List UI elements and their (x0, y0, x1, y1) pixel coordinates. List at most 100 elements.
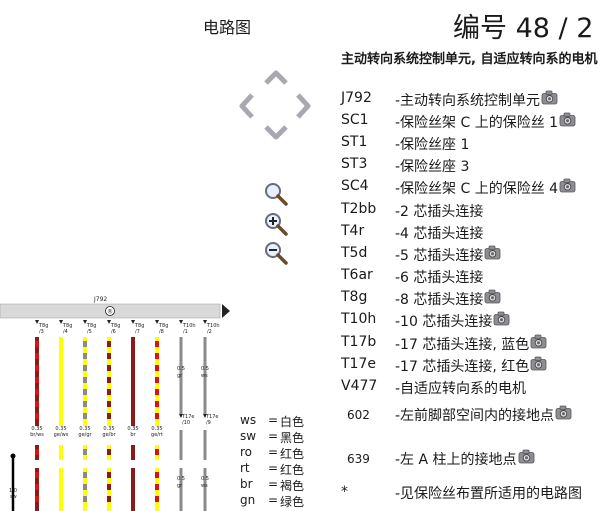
wire-color-label: br/ws (30, 432, 44, 438)
color-name: 红色 (280, 447, 305, 461)
zoom-fit-icon[interactable] (264, 182, 288, 206)
pin-arrow (83, 320, 87, 324)
wire-color-label: gr (177, 373, 183, 379)
legend-desc: -2 芯插头连接 (395, 204, 484, 220)
legend-desc: -4 芯插头连接 (395, 226, 484, 242)
legend-desc: -保险丝座 1 (395, 137, 470, 153)
legend-code: T8g (341, 289, 368, 305)
camera-icon[interactable] (541, 90, 558, 105)
camera-icon[interactable] (555, 405, 572, 420)
equals-sign: = (268, 413, 279, 427)
legend-code: 602 (347, 408, 370, 422)
legend-desc: -17 芯插头连接, 蓝色 (395, 334, 547, 354)
t17-label: T17e (205, 414, 219, 420)
svg-text:sw: sw (10, 494, 17, 500)
connector-label: T8g (110, 323, 120, 329)
legend-code: T17e (341, 356, 376, 372)
legend-desc: -左前脚部空间内的接地点 (395, 405, 572, 425)
legend-code: 639 (347, 452, 370, 466)
legend-code: T6ar (341, 267, 373, 283)
wire-gauge: 0.5 (177, 366, 185, 372)
legend-desc: -8 芯插头连接 (395, 289, 501, 309)
t17-pin-label: /9 (206, 420, 211, 426)
camera-icon[interactable] (530, 356, 547, 371)
connector-label: T8g (38, 323, 48, 329)
legend-code: T2bb (341, 201, 377, 217)
pin-arrow (155, 320, 159, 324)
zoom-out-icon[interactable] (264, 241, 288, 265)
camera-icon[interactable] (518, 449, 535, 464)
pin-label: /6 (111, 329, 116, 335)
pin-arrow (35, 320, 39, 324)
bar-continue-arrow (222, 304, 230, 318)
legend-desc: -17 芯插头连接, 红色 (395, 356, 547, 376)
legend-desc: -保险丝座 3 (395, 159, 470, 175)
connector-label: T8g (158, 323, 168, 329)
pin-label: /8 (159, 329, 164, 335)
wire-color-label: ge/ws (54, 432, 69, 438)
color-name: 白色 (280, 415, 305, 429)
camera-icon[interactable] (559, 112, 576, 127)
wire-gauge: 0.35 (151, 426, 162, 432)
color-abbr: ro (240, 445, 253, 459)
legend-code: T10h (341, 311, 377, 327)
pin-label: /7 (135, 329, 140, 335)
camera-icon[interactable] (484, 245, 501, 260)
t17-pin-label: /10 (182, 420, 190, 426)
wire-gauge: 0.35 (31, 426, 42, 432)
pin-arrow (59, 320, 63, 324)
wire-gauge: 0.5 (201, 476, 209, 482)
legend-desc: -左 A 柱上的接地点 (395, 449, 535, 469)
legend-code: T4r (341, 223, 365, 239)
legend-code: SC4 (341, 178, 369, 194)
wire-gauge: 0.35 (55, 426, 66, 432)
legend-code: SC1 (341, 112, 369, 128)
wire-color-label: br (130, 432, 136, 438)
pin-label: /2 (207, 329, 212, 335)
wire-gauge: 0.5 (177, 476, 185, 482)
pin-label: /4 (63, 329, 68, 335)
component-label: J792 (93, 296, 107, 303)
wire-color-label: gr (177, 483, 183, 489)
camera-icon[interactable] (484, 289, 501, 304)
color-abbr: ws (240, 413, 257, 427)
zoom-in-icon[interactable] (264, 212, 288, 236)
wire-color-label: ge/rt (151, 432, 163, 438)
color-name: 褐色 (280, 479, 305, 493)
connector-label: T8g (86, 323, 96, 329)
wire-color-label: ge/br (102, 432, 116, 438)
legend-code: T17b (341, 334, 377, 350)
pin-arrow (107, 320, 111, 324)
equals-sign: = (268, 477, 279, 491)
legend-code: ST3 (341, 156, 368, 172)
svg-text:®: ® (107, 309, 113, 316)
equals-sign: = (268, 445, 279, 459)
pin-arrow (203, 320, 207, 324)
arrow-left-icon[interactable] (237, 92, 255, 120)
equals-sign: = (268, 493, 279, 507)
legend-desc: -5 芯插头连接 (395, 245, 501, 265)
legend-desc: -保险丝架 C 上的保险丝 4 (395, 178, 576, 198)
legend-code: T5d (341, 245, 368, 261)
camera-icon[interactable] (493, 311, 510, 326)
legend-desc: -6 芯插头连接 (395, 270, 484, 286)
wire-gauge: 0.35 (79, 426, 90, 432)
color-abbr: br (240, 477, 253, 491)
connector-label: T10h (206, 323, 220, 329)
legend-code: * (341, 484, 348, 500)
wire-gauge: 0.35 (127, 426, 138, 432)
arrow-down-icon[interactable] (263, 124, 289, 142)
legend-desc: -10 芯插头连接 (395, 311, 510, 331)
arrow-up-icon[interactable] (263, 68, 289, 86)
pin-label: /3 (39, 329, 44, 335)
wire-gauge: 0.5 (201, 366, 209, 372)
pin-label: /1 (183, 329, 188, 335)
legend-desc: -保险丝架 C 上的保险丝 1 (395, 112, 576, 132)
wire-gauge: 0.35 (103, 426, 114, 432)
diagram-title: 电路图 (203, 18, 252, 37)
camera-icon[interactable] (530, 334, 547, 349)
camera-icon[interactable] (559, 178, 576, 193)
connector-label: T8g (134, 323, 144, 329)
arrow-right-icon[interactable] (295, 92, 313, 120)
equals-sign: = (268, 429, 279, 443)
